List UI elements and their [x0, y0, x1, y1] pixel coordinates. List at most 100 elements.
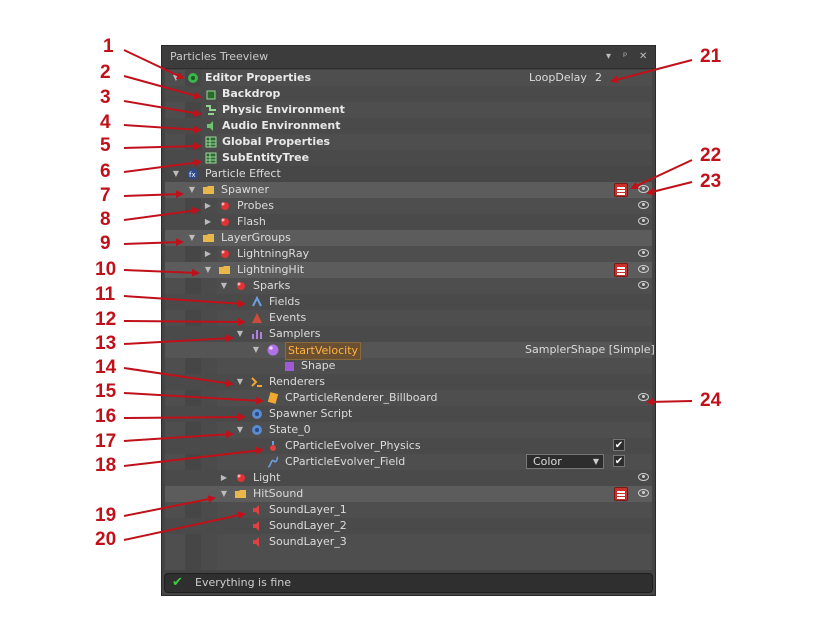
callout-number: 24 [700, 390, 722, 411]
visibility-eye-icon[interactable] [638, 393, 649, 401]
folder-icon [203, 234, 214, 242]
tree-label: Physic Environment [222, 103, 345, 116]
expand-arrow-icon[interactable]: ▶ [220, 473, 228, 482]
tree-row-audio-environment[interactable]: Audio Environment [165, 118, 652, 134]
tree-row-light[interactable]: ▶ Light [165, 470, 652, 486]
tree-row-editor-properties[interactable]: ▼ Editor Properties LoopDelay 2 [165, 70, 652, 86]
callout-number: 20 [95, 529, 117, 550]
svg-text:fx: fx [189, 171, 196, 179]
panel-pin-icon[interactable]: ᵖ [623, 51, 628, 62]
tree-row-backdrop[interactable]: Backdrop [165, 86, 652, 102]
expand-arrow-icon[interactable]: ▶ [204, 217, 212, 226]
visibility-eye-icon[interactable] [638, 201, 649, 209]
visibility-eye-icon[interactable] [638, 473, 649, 481]
collapse-arrow-icon[interactable]: ▼ [188, 185, 196, 194]
collapse-arrow-icon[interactable]: ▼ [236, 425, 244, 434]
tree-row-physic-environment[interactable]: Physic Environment [165, 102, 652, 118]
panel-menu-icon[interactable]: ▾ [606, 51, 612, 62]
layer-badge-icon[interactable] [614, 487, 628, 501]
layer-badge-icon[interactable] [614, 183, 628, 197]
callout-number: 4 [100, 112, 111, 133]
tree-row-evolver-physics[interactable]: CParticleEvolver_Physics ✔ [165, 438, 652, 454]
callout-number: 8 [100, 209, 111, 230]
tree-label: SoundLayer_2 [269, 519, 347, 532]
tree-row-flash[interactable]: ▶ Flash [165, 214, 652, 230]
callout-arrow [123, 413, 246, 422]
callout-number: 13 [95, 333, 117, 354]
tree-row-particle-effect[interactable]: ▼ fx Particle Effect [165, 166, 652, 182]
tree-row-spawner[interactable]: ▼ Spawner [165, 182, 652, 198]
tree-label: StartVelocity [285, 342, 362, 360]
tree-row-spawner-script[interactable]: Spawner Script [165, 406, 652, 422]
evolver-field-checkbox[interactable]: ✔ [613, 455, 625, 467]
tree-row-renderers[interactable]: ▼ Renderers [165, 374, 652, 390]
visibility-eye-icon[interactable] [638, 489, 649, 497]
collapse-arrow-icon[interactable]: ▼ [236, 329, 244, 338]
collapse-arrow-icon[interactable]: ▼ [252, 345, 260, 354]
renderers-icon [251, 377, 262, 387]
tree-row-layergroups[interactable]: ▼ LayerGroups [165, 230, 652, 246]
tree-row-sparks[interactable]: ▼ Sparks [165, 278, 652, 294]
field-type-dropdown[interactable]: Color ▼ [526, 454, 604, 469]
callout-arrow [123, 124, 202, 134]
emitter-icon [221, 250, 229, 258]
callout-number: 1 [103, 36, 114, 57]
tree-row-samplers[interactable]: ▼ Samplers [165, 326, 652, 342]
tree-row-global-properties[interactable]: Global Properties [165, 134, 652, 150]
events-icon [252, 313, 262, 323]
tree-label: Audio Environment [222, 119, 341, 132]
layer-badge-icon[interactable] [614, 263, 628, 277]
callout-arrow [123, 142, 202, 151]
tree-row-startvelocity[interactable]: ▼ StartVelocity SamplerShape [Simple] [165, 342, 655, 360]
tree-row-soundlayer-1[interactable]: SoundLayer_1 [165, 502, 652, 518]
tree-view[interactable]: ▼ Editor Properties LoopDelay 2 Backdrop… [165, 70, 655, 570]
tree-row-lightningray[interactable]: ▶ LightningRay [165, 246, 652, 262]
cube-icon [206, 90, 216, 100]
emitter-icon [221, 218, 229, 226]
collapse-arrow-icon[interactable]: ▼ [172, 169, 180, 178]
callout-number: 18 [95, 455, 117, 476]
callout-arrow [123, 158, 202, 173]
chevron-down-icon: ▼ [592, 457, 599, 466]
loopdelay-value[interactable]: 2 [595, 71, 602, 84]
callout-arrow [123, 430, 234, 442]
visibility-eye-icon[interactable] [638, 265, 649, 273]
folder-icon [203, 186, 214, 194]
tree-row-renderer-billboard[interactable]: CParticleRenderer_Billboard [165, 390, 652, 406]
visibility-eye-icon[interactable] [638, 281, 649, 289]
callout-number: 9 [100, 233, 111, 254]
evolver-physics-checkbox[interactable]: ✔ [613, 439, 625, 451]
callout-arrow [123, 495, 216, 517]
grid-icon [205, 136, 217, 148]
tree-row-evolver-field[interactable]: CParticleEvolver_Field Color ▼ ✔ [165, 454, 652, 470]
tree-row-hitsound[interactable]: ▼ HitSound [165, 486, 652, 502]
tree-row-soundlayer-3[interactable]: SoundLayer_3 [165, 534, 652, 550]
expand-arrow-icon[interactable]: ▶ [204, 249, 212, 258]
collapse-arrow-icon[interactable]: ▼ [220, 489, 228, 498]
tree-row-subentity-tree[interactable]: SubEntityTree [165, 150, 652, 166]
callout-number: 2 [100, 62, 111, 83]
tree-row-soundlayer-2[interactable]: SoundLayer_2 [165, 518, 652, 534]
collapse-arrow-icon[interactable]: ▼ [220, 281, 228, 290]
tree-label: Spawner [221, 183, 269, 196]
visibility-eye-icon[interactable] [638, 217, 649, 225]
tree-row-lightninghit[interactable]: ▼ LightningHit [165, 262, 652, 278]
tree-row-fields[interactable]: Fields [165, 294, 652, 310]
tree-label: SoundLayer_3 [269, 535, 347, 548]
physics-icon [206, 105, 216, 115]
collapse-arrow-icon[interactable]: ▼ [188, 233, 196, 242]
status-bar: ✔ Everything is fine [164, 573, 653, 593]
samplers-icon [252, 330, 262, 339]
collapse-arrow-icon[interactable]: ▼ [236, 377, 244, 386]
tree-row-probes[interactable]: ▶ Probes [165, 198, 652, 214]
speaker-icon [207, 121, 213, 131]
tree-row-shape[interactable]: Shape [165, 358, 652, 374]
panel-close-icon[interactable]: ✕ [639, 51, 648, 62]
visibility-eye-icon[interactable] [638, 249, 649, 257]
expand-arrow-icon[interactable]: ▶ [204, 201, 212, 210]
tree-row-events[interactable]: Events [165, 310, 652, 326]
script-gear-icon [252, 409, 262, 419]
tree-row-state[interactable]: ▼ State_0 [165, 422, 652, 438]
collapse-arrow-icon[interactable]: ▼ [204, 265, 212, 274]
